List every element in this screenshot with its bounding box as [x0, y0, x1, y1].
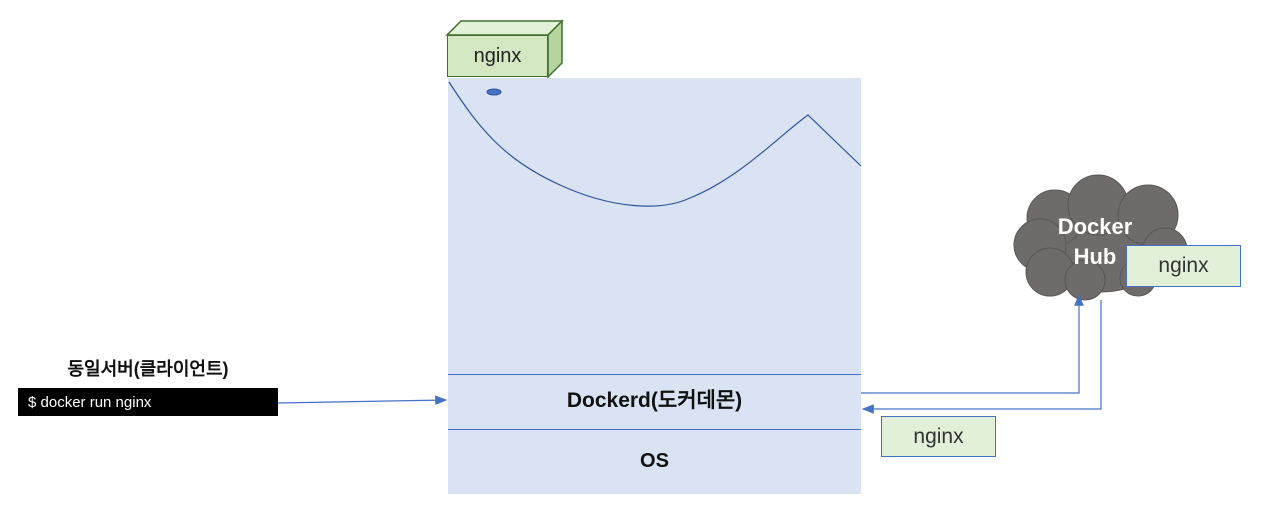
command-bar: $ docker run nginx	[18, 388, 278, 416]
docker-host-box	[448, 78, 861, 494]
hub-to-daemon-arrow	[861, 300, 1102, 414]
image-cube-side	[547, 19, 563, 79]
docker-daemon-label: Dockerd(도커데몬)	[566, 389, 743, 412]
pulled-nginx-label: nginx	[913, 424, 964, 448]
pulled-nginx-image-box: nginx	[881, 416, 996, 457]
hub-nginx-image-box: nginx	[1126, 245, 1241, 287]
docker-hub-label-line1: Docker	[1057, 214, 1133, 239]
image-cube-top	[445, 20, 564, 36]
client-title: 동일서버(클라이언트)	[67, 359, 229, 379]
small-dot	[486, 88, 502, 96]
os-top-divider	[448, 429, 861, 430]
nginx-image-label: nginx	[473, 44, 522, 67]
client-to-daemon-arrow	[277, 395, 448, 405]
nginx-image-cube: nginx	[447, 35, 548, 77]
docker-hub-label-line2: Hub	[1073, 244, 1117, 269]
os-label: OS	[640, 450, 669, 472]
command-text: $ docker run nginx	[28, 393, 152, 411]
container-curve	[448, 81, 862, 207]
daemon-top-divider	[448, 374, 861, 375]
hub-nginx-label: nginx	[1158, 254, 1209, 277]
daemon-to-hub-arrow	[861, 293, 1084, 394]
docker-hub-label: Docker Hub	[1040, 212, 1150, 272]
